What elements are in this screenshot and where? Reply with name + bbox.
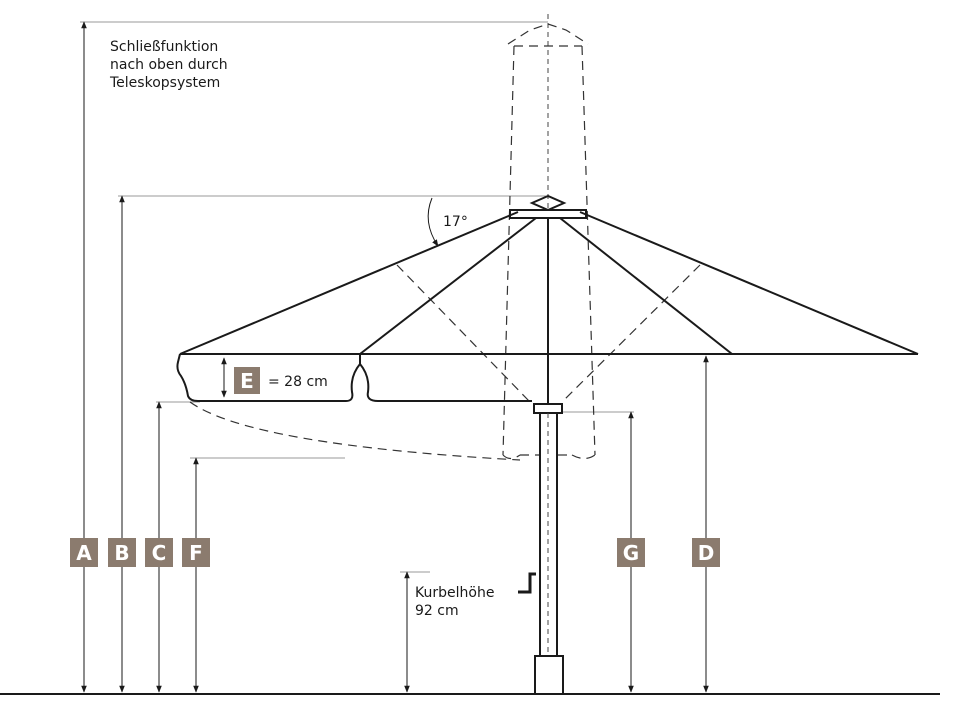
closed-cap (507, 23, 589, 45)
canopy-top-hub (509, 209, 587, 219)
canopy-left-slope (179, 211, 519, 355)
strut-right (561, 264, 701, 403)
label-c-box (145, 538, 173, 567)
valance-scallop-left (345, 354, 361, 402)
valance-scallop-right (359, 363, 379, 402)
canopy-sag-curve (189, 401, 521, 461)
closed-right-edge (581, 45, 596, 456)
angle-label: 17° (443, 214, 468, 230)
pole-collar (533, 403, 563, 414)
rib-left (359, 217, 537, 355)
label-g-box (617, 538, 645, 567)
closing-note-line3: Teleskopsystem (109, 75, 220, 91)
umbrella-pole (518, 218, 564, 695)
closed-left-foot (502, 454, 521, 460)
label-d-box (692, 538, 720, 567)
crank-height-line1: Kurbelhöhe (415, 585, 494, 601)
closed-right-foot (571, 454, 596, 460)
label-g-text: G (623, 541, 639, 565)
label-c: C (145, 538, 173, 567)
closing-note-line1: Schließfunktion (110, 39, 218, 55)
e-value-text: = 28 cm (268, 374, 328, 390)
label-f-text: F (189, 541, 203, 565)
label-b-box (108, 538, 136, 567)
label-a: A (70, 538, 98, 567)
valance-left-end (176, 353, 199, 402)
label-b: B (108, 538, 136, 567)
label-b-text: B (114, 541, 129, 565)
canopy-right-slope (579, 211, 919, 355)
closed-left-edge (502, 45, 515, 456)
label-g: G (617, 538, 645, 567)
label-e-box (234, 367, 260, 394)
label-a-box (70, 538, 98, 567)
crank-height-line2: 92 cm (415, 603, 459, 619)
label-a-text: A (76, 541, 92, 565)
label-d-text: D (698, 541, 715, 565)
label-e-text: E (240, 369, 254, 393)
label-e: E (234, 367, 260, 394)
strut-left (396, 264, 531, 403)
closing-note-line2: nach oben durch (110, 57, 228, 73)
crank-handle (518, 572, 536, 594)
label-d: D (692, 538, 720, 567)
label-f: F (182, 538, 210, 567)
angle-arc (427, 197, 439, 247)
label-f-box (182, 538, 210, 567)
closed-umbrella-outline (502, 14, 596, 460)
pole-base (534, 655, 564, 695)
label-c-text: C (152, 541, 167, 565)
rib-right (559, 217, 733, 355)
